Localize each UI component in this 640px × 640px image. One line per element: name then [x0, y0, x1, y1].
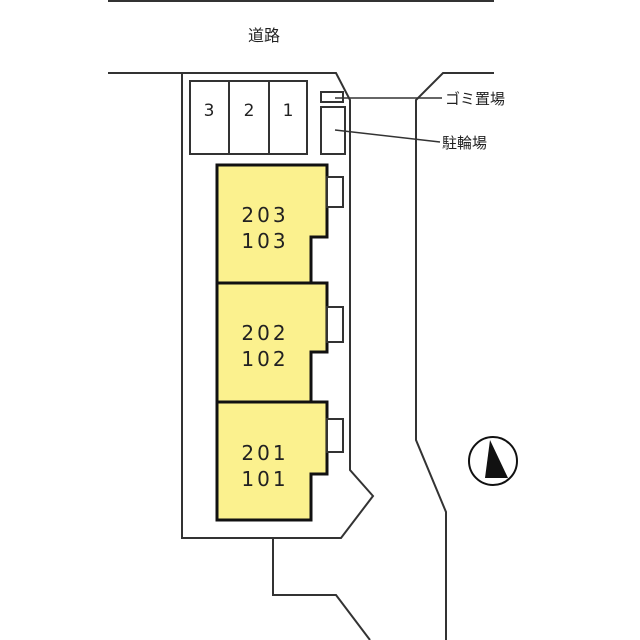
- unit-upper: 201: [241, 441, 289, 465]
- unit-201-101: [215, 400, 344, 522]
- parking-area: [189, 80, 308, 155]
- road-edge-right: [415, 72, 494, 640]
- unit-label-202-102: 202 102: [230, 320, 300, 372]
- unit-label-201-101: 201 101: [230, 440, 300, 492]
- north-arrow-icon: [468, 436, 518, 486]
- unit-lower: 102: [241, 347, 289, 371]
- road-label: 道路: [248, 26, 281, 45]
- parking-bay-2: 2: [243, 101, 255, 121]
- path-south: [272, 538, 371, 640]
- parking-bay-3: 3: [203, 101, 215, 121]
- unit-label-203-103: 203 103: [230, 202, 300, 254]
- unit-lower: 103: [241, 229, 289, 253]
- bicycle-label: 駐輪場: [442, 134, 488, 152]
- unit-202-102: [215, 281, 344, 404]
- parking-bay-1: 1: [282, 101, 294, 121]
- unit-upper: 202: [241, 321, 289, 345]
- garbage-label: ゴミ置場: [445, 90, 506, 108]
- property-boundary: [181, 72, 375, 539]
- unit-lower: 101: [241, 467, 289, 491]
- unit-upper: 203: [241, 203, 289, 227]
- garbage-area: [320, 91, 344, 103]
